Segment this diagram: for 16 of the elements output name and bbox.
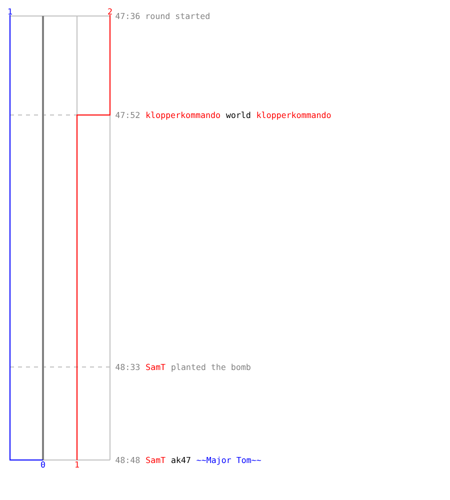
event-text: planted the bomb [172, 364, 250, 372]
timestamp: 48:48 [116, 456, 140, 464]
event-text: world [226, 112, 250, 118]
player-name: SamT [146, 456, 166, 464]
weapon-name: ak47 [172, 456, 190, 464]
count-label: 0 [41, 461, 45, 468]
timestamp: 48:33 [116, 364, 140, 370]
event-text: 47:36 round started [116, 12, 210, 20]
player-name: klopperkommando [146, 112, 220, 120]
player-name: klopperkommando [257, 112, 331, 120]
count-label: 2 [108, 8, 112, 14]
player-name: SamT [146, 364, 166, 370]
timestamp: 47:52 [116, 112, 140, 118]
count-label: 1 [8, 8, 12, 14]
count-label: 1 [76, 461, 79, 468]
player-name: ~~Major Tom~~ [196, 456, 261, 465]
